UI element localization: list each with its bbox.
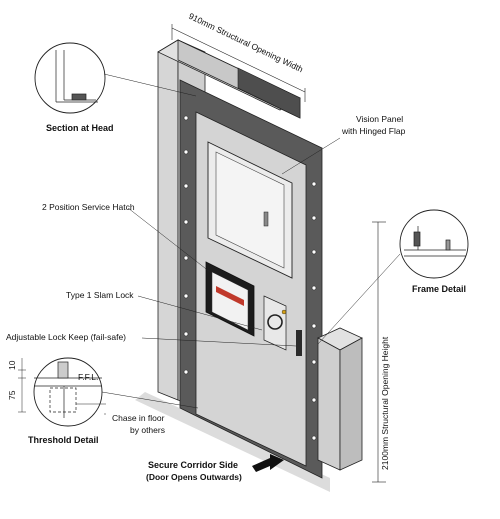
vision-flap-hinge [263,211,269,227]
corridor-label-1: Secure Corridor Side [148,460,238,470]
slam-lock-label: Type 1 Slam Lock [66,290,134,300]
frame-detail-leader [317,253,401,345]
height-dimension-label: 2100mm Structural Opening Height [380,336,390,470]
section-at-head-title: Section at Head [46,123,114,133]
slam-lock-plate [263,295,287,351]
frame-detail-title: Frame Detail [412,284,466,294]
width-dimension [171,24,306,102]
threshold-dims [18,358,26,413]
threshold-detail-leader [101,391,199,409]
threshold-detail-drawing [34,361,102,418]
frame-detail-drawing [404,226,466,257]
threshold-detail-title: Threshold Detail [28,435,99,445]
vision-panel-label-1: Vision Panel [356,114,403,124]
vision-panel-glass [215,151,285,269]
dim-75-label: 75 [7,390,17,400]
label-leaders [76,137,341,415]
head-wall-end [237,67,301,119]
service-hatch-inner [211,271,249,331]
height-dimension [372,221,386,483]
section-at-head-leader [103,73,197,97]
right-wall-side [339,337,363,471]
service-hatch-label [216,286,244,306]
corridor-label-2: (Door Opens Outwards) [146,472,242,482]
chase-label-1: Chase in floor [112,413,165,423]
service-hatch-label: 2 Position Service Hatch [42,202,135,212]
lock-keep-label: Adjustable Lock Keep (fail-safe) [6,332,126,342]
frame-detail-callout [399,209,469,279]
opening-direction-arrow [252,454,284,472]
slam-lock-cylinder [281,309,287,315]
lock-keep [296,330,302,356]
chase-label-2: by others [130,425,165,435]
frame-fixings [183,115,317,441]
section-at-head-callout [34,42,106,114]
dim-10-label: 10 [7,360,17,370]
right-wall-face [317,337,341,471]
left-wall-face [157,39,179,401]
slam-lock-handle [267,314,283,330]
vision-panel-label-2: with Hinged Flap [341,126,406,136]
section-at-head-detail [55,50,98,103]
ffl-label: F.F.L. [78,372,98,382]
floor-plane [135,392,330,492]
